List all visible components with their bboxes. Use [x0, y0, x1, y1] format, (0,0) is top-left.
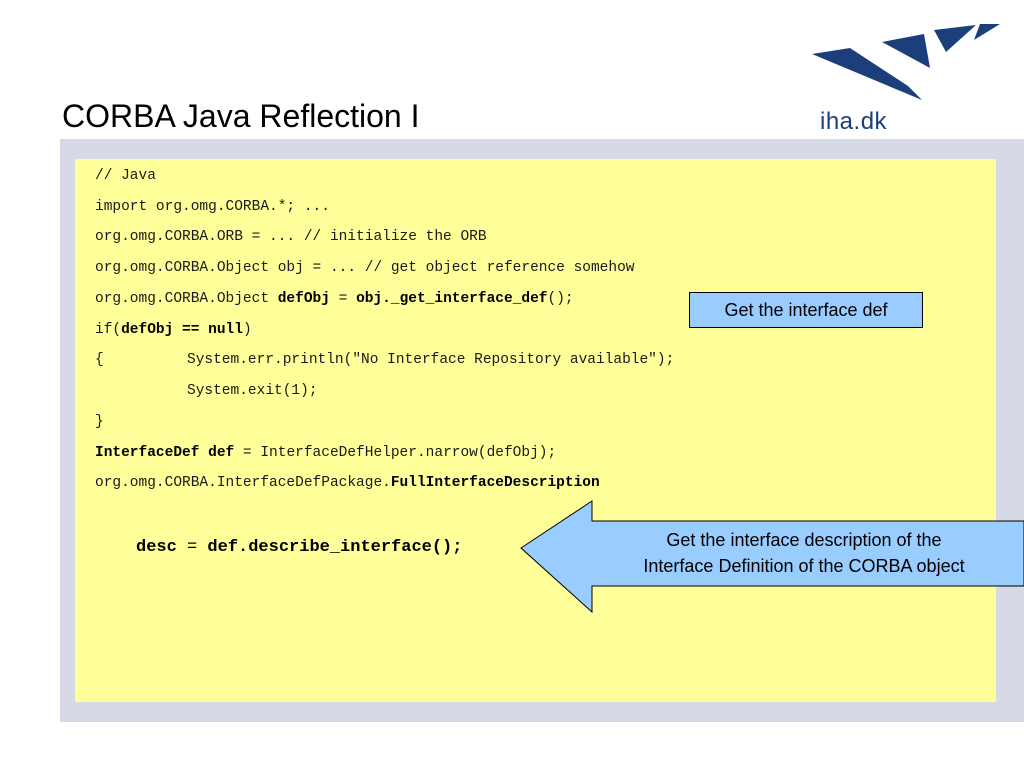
code-line-full-description: org.omg.CORBA.InterfaceDefPackage.FullIn…	[95, 475, 600, 491]
code-line-describe: desc = def.describe_interface();	[136, 538, 463, 557]
logo-wing-3	[934, 25, 976, 52]
code-line-if: if(defObj == null)	[95, 322, 252, 338]
code-line-comment: // Java	[95, 168, 156, 184]
callout-description-line-1: Get the interface description of the	[666, 530, 942, 550]
code-line-narrow: InterfaceDef def = InterfaceDefHelper.na…	[95, 445, 557, 461]
callout-description-line-2: Interface Definition of the CORBA object	[643, 556, 965, 576]
code-line-import: import org.omg.CORBA.*; ...	[95, 199, 330, 215]
logo-wing-1	[812, 48, 922, 100]
logo-text: iha.dk	[820, 108, 888, 135]
iha-logo-icon	[812, 24, 1000, 100]
slide-title: CORBA Java Reflection I	[62, 98, 420, 134]
code-line-println: {System.err.println("No Interface Reposi…	[95, 352, 675, 368]
code-panel	[75, 159, 996, 702]
callout-description-text: Get the interface description of the Int…	[592, 527, 1016, 579]
code-line-orb: org.omg.CORBA.ORB = ... // initialize th…	[95, 229, 487, 245]
code-line-close-brace: }	[95, 414, 104, 430]
code-line-exit: System.exit(1);	[187, 383, 318, 399]
callout-interface-def: Get the interface def	[689, 292, 923, 328]
code-line-object: org.omg.CORBA.Object obj = ... // get ob…	[95, 260, 635, 276]
logo-wing-4	[974, 24, 1000, 40]
logo-wing-2	[882, 34, 930, 68]
code-line-get-interface: org.omg.CORBA.Object defObj = obj._get_i…	[95, 291, 574, 307]
callout-description-shape	[520, 500, 1024, 614]
